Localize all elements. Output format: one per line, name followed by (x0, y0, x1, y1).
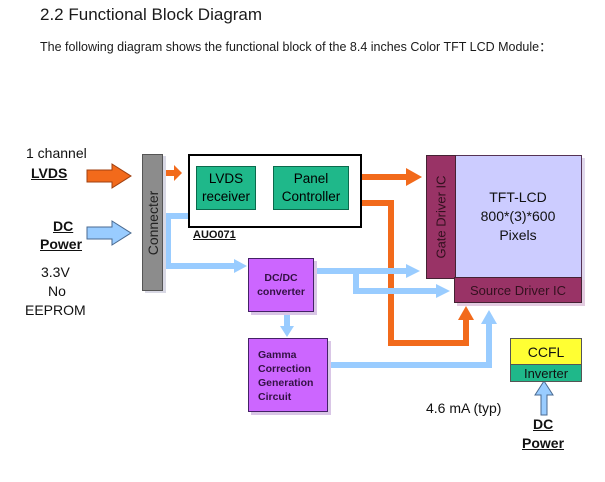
controller-to-source-line (362, 200, 469, 346)
lvds-receiver-line1: LVDS (208, 171, 244, 186)
inverter-label: Inverter (523, 365, 569, 381)
lvds-input-arrow (86, 163, 132, 189)
dcdc-to-source-line (353, 271, 438, 294)
panel-pixels: Pixels (499, 227, 537, 243)
controller-to-source-arrow (458, 306, 474, 320)
gate-driver-label: Gate Driver IC (433, 175, 449, 259)
dcdc-to-source-arrow (436, 284, 450, 298)
section-heading: 2.2 Functional Block Diagram (40, 5, 263, 24)
dcdc-line2: converter (257, 286, 305, 298)
gamma-line1: Gamma (258, 349, 297, 361)
gamma-to-source-arrow (481, 310, 497, 324)
dcdc-converter-block: DC/DC converter (248, 258, 314, 312)
connector-to-controller-arrow (166, 165, 182, 181)
controller-to-gate-arrow (406, 168, 422, 186)
dc-label: DC (53, 218, 74, 234)
intro-paragraph: The following diagram shows the function… (40, 40, 552, 54)
eeprom-note: EEPROM (25, 302, 86, 318)
power-label: Power (40, 236, 83, 252)
power-line-connector (165, 213, 188, 266)
connector-block: Connecter (142, 154, 163, 291)
connector-label: Connecter (144, 190, 161, 255)
lvds-label: LVDS (31, 165, 68, 181)
inverter-power-label: Power (522, 435, 565, 451)
gamma-line3: Generation (258, 377, 314, 389)
controller-chip-label: AUO071 (193, 229, 236, 241)
tft-lcd-panel: TFT-LCD 800*(3)*600 Pixels (454, 155, 582, 279)
source-driver-label: Source Driver IC (469, 282, 567, 298)
no-note: No (48, 283, 66, 299)
panel-resolution: 800*(3)*600 (480, 208, 556, 224)
voltage-note: 3.3V (41, 264, 70, 280)
lvds-receiver-block: LVDS receiver (196, 166, 256, 210)
ccfl-block: CCFL (510, 338, 582, 366)
inverter-block: Inverter (510, 364, 582, 382)
source-driver-ic: Source Driver IC (454, 277, 582, 303)
lvds-channel-label: 1 channel (26, 145, 87, 161)
gamma-line2: Correction (258, 363, 312, 375)
dc-input-arrow (86, 220, 132, 246)
panel-controller-line1: Panel (293, 171, 329, 186)
dcdc-to-gate-arrow (406, 264, 420, 278)
panel-title: TFT-LCD (489, 189, 547, 205)
current-label: 4.6 mA (typ) (426, 400, 502, 416)
power-arrow-to-dcdc (234, 259, 247, 273)
dcdc-to-gamma-arrow (280, 326, 294, 337)
panel-controller-line2: Controller (281, 189, 341, 204)
inverter-dc-arrow (534, 380, 554, 416)
gamma-circuit-block: Gamma Correction Generation Circuit (248, 338, 328, 412)
gate-driver-ic: Gate Driver IC (426, 155, 456, 279)
lvds-receiver-line2: receiver (201, 189, 250, 204)
gamma-line4: Circuit (258, 391, 292, 403)
dcdc-line1: DC/DC (264, 272, 298, 284)
ccfl-label: CCFL (527, 344, 565, 360)
gamma-to-source-line (330, 322, 492, 368)
inverter-dc-label: DC (533, 416, 554, 432)
